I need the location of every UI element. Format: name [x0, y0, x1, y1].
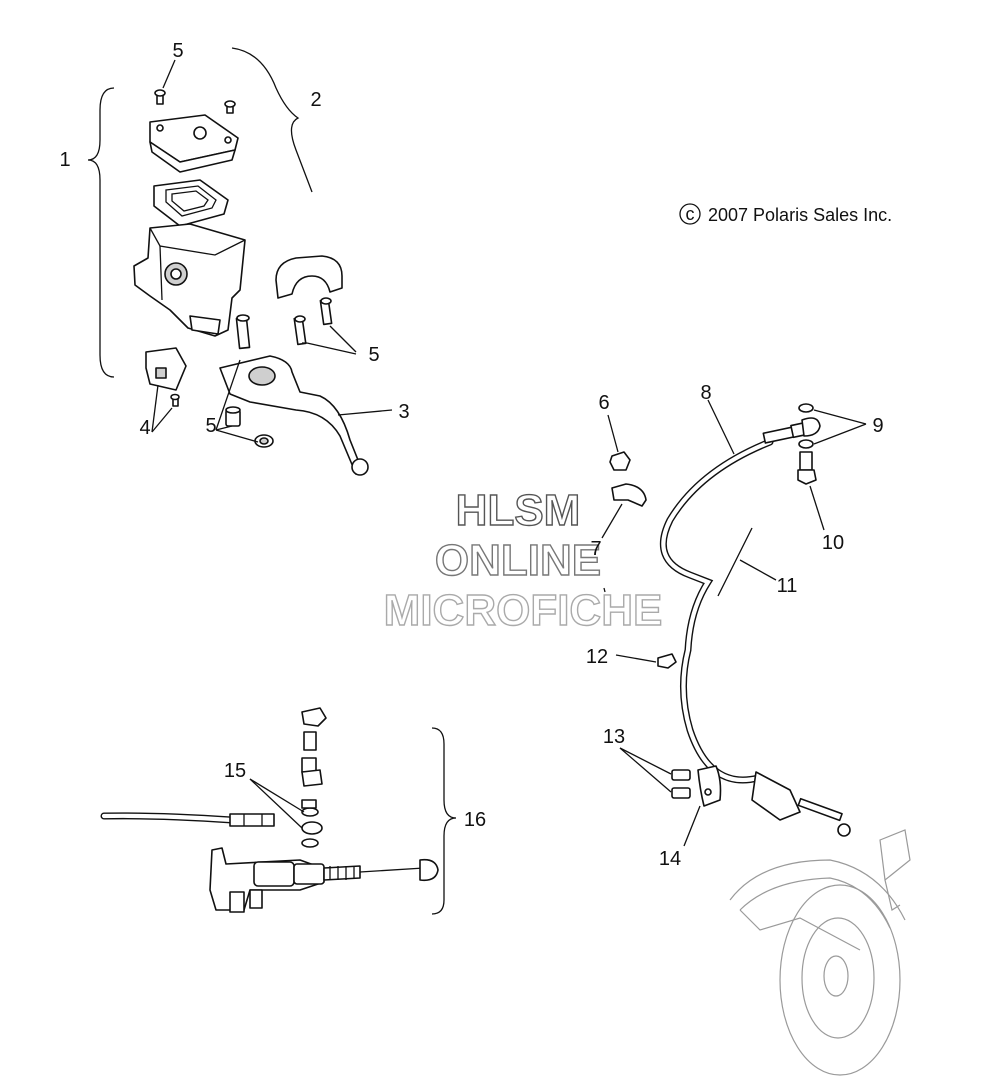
bracket-16 [431, 727, 457, 915]
callout-4: 4 [139, 417, 150, 439]
callout-10: 10 [822, 532, 844, 554]
copyright-symbol: c [686, 204, 695, 224]
callout-16: 16 [464, 809, 486, 831]
callout-5-top: 5 [172, 40, 183, 62]
flange-nut [609, 451, 631, 471]
watermark: HLSM ONLINE MICROFICHE [383, 485, 663, 635]
watermark-line-2: ONLINE [435, 536, 601, 585]
copyright-symbol-ring [679, 203, 701, 225]
callout-8: 8 [700, 382, 711, 404]
mounting-bracket [697, 765, 722, 807]
callout-2: 2 [310, 89, 321, 111]
rear-master-cylinder-assembly [100, 707, 439, 913]
brake-line-rod [717, 527, 753, 597]
reservoir-diaphragm [153, 179, 229, 227]
lever-ball-end [351, 458, 369, 476]
bracket-1 [87, 87, 115, 378]
master-cylinder-assembly [133, 89, 369, 476]
leader-lines-right [601, 399, 867, 847]
handlebar-clamp [275, 255, 343, 299]
callout-3: 3 [398, 401, 409, 423]
callout-5-lever: 5 [205, 415, 216, 437]
wheel-hub-outline [729, 829, 911, 1076]
watermark-line-1: HLSM [456, 486, 581, 535]
cable-clip [611, 483, 647, 507]
callout-1: 1 [59, 149, 70, 171]
callout-11: 11 [777, 575, 798, 597]
brake-lever [219, 355, 363, 475]
brake-cable-assembly [609, 403, 851, 837]
master-cylinder-body [133, 223, 246, 337]
callout-6: 6 [598, 392, 609, 414]
callout-labels: 1 2 3 4 5 5 5 6 7 8 9 10 11 12 13 14 15 … [59, 40, 883, 870]
copyright-text: 2007 Polaris Sales Inc. [708, 205, 892, 225]
callout-12: 12 [586, 646, 608, 668]
callout-14: 14 [659, 848, 681, 870]
leader-lines-top-left [151, 59, 393, 443]
callout-15: 15 [224, 760, 246, 782]
callout-5-clamp: 5 [368, 344, 379, 366]
bracket-2 [231, 47, 313, 193]
copyright-notice: c 2007 Polaris Sales Inc. [679, 203, 892, 225]
watermark-line-3: MICROFICHE [384, 586, 663, 635]
callout-13: 13 [603, 726, 625, 748]
callout-9: 9 [872, 415, 883, 437]
callout-7: 7 [590, 538, 601, 560]
banjo-bolt [657, 653, 677, 669]
brake-cable [659, 438, 774, 784]
